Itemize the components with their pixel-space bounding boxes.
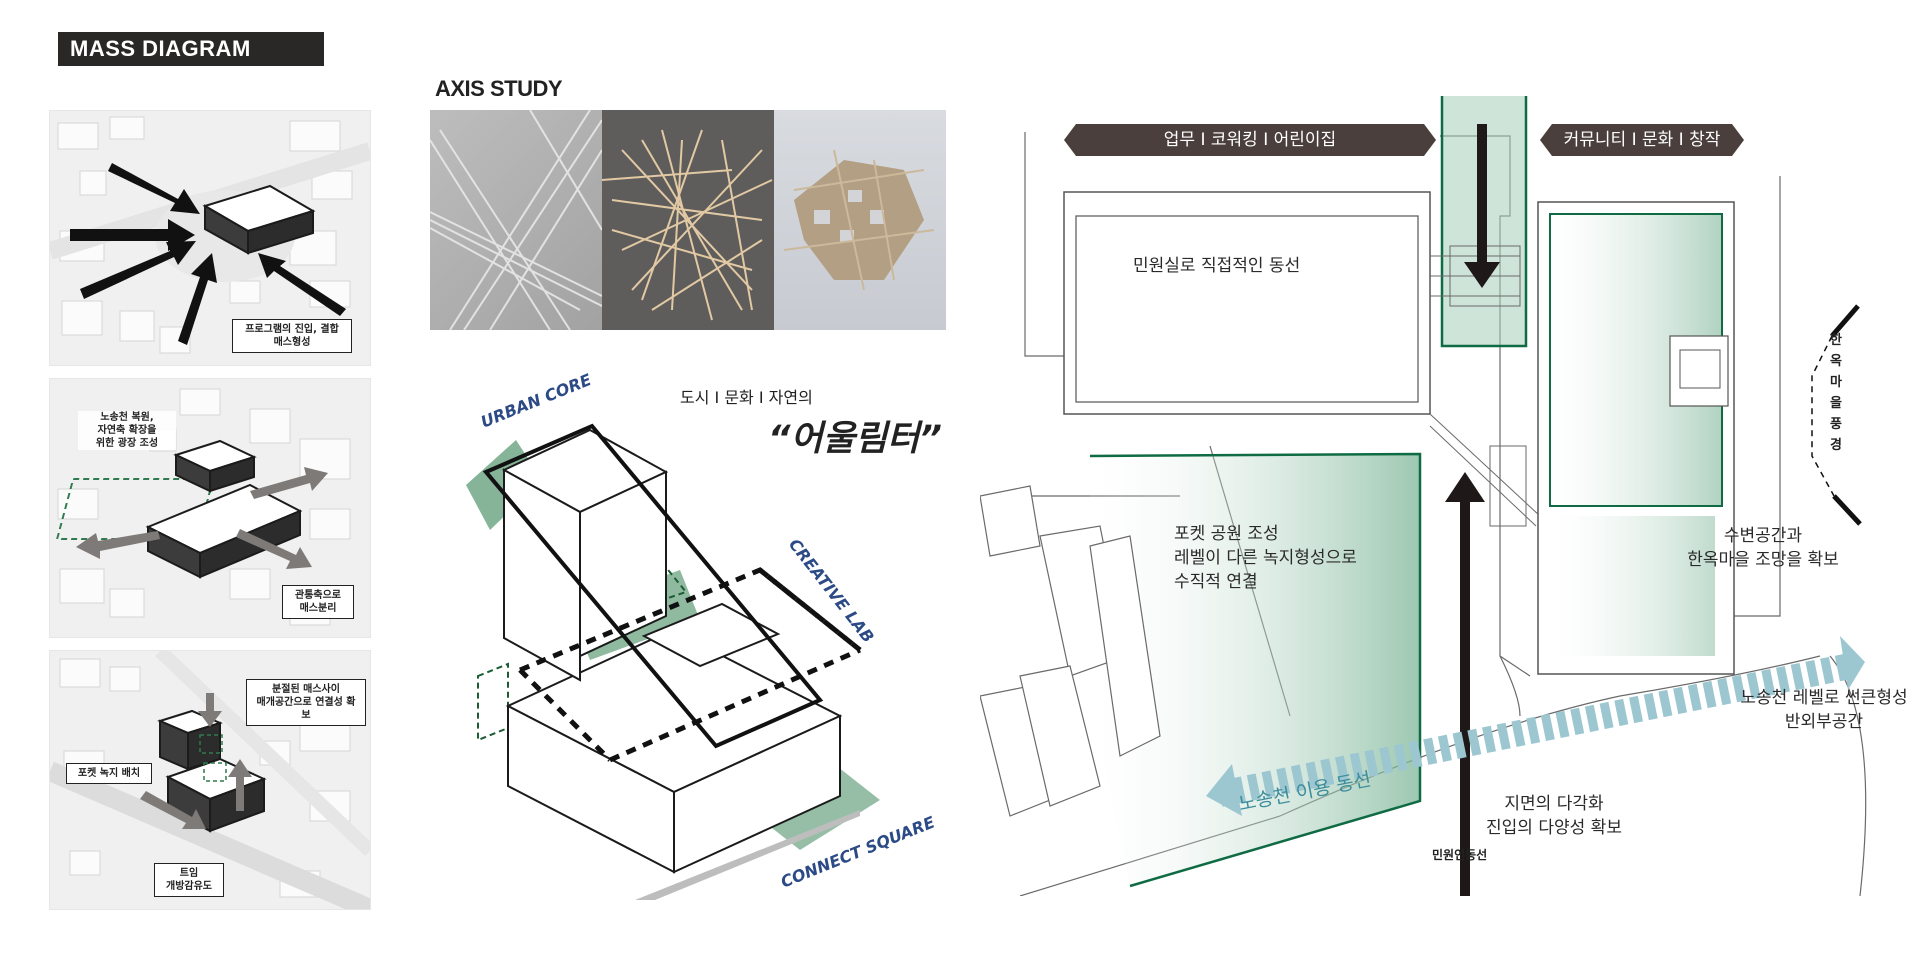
mass-label-program: 프로그램의 진입, 결합 매스형성 [232,319,352,353]
note-civil-path: 민원인동선 [1432,848,1488,862]
concept-diagram [466,423,880,900]
note-hanok-view: 한 옥 마 을 풍 경 [1830,333,1842,453]
mass-diagram-1: 프로그램의 진입, 결합 매스형성 [49,110,371,366]
axis-photo-2 [602,110,774,330]
note-waterfront: 수변공간과 한옥마을 조망을 확보 [1687,526,1839,570]
concept-subtitle: 도시 I 문화 I 자연의 [680,388,813,407]
mass-diagram-1-drawing [50,116,370,354]
mass-label-open: 트임 개방감유도 [154,863,224,897]
note-pocket-park: 포켓 공원 조성 레벨이 다른 녹지형성으로 수직적 연결 [1174,524,1357,592]
axis-study-title: AXIS STUDY [435,76,563,101]
axis-photo-1 [430,110,602,330]
mass-diagram-3-drawing [50,651,370,909]
note-ground-diversity: 지면의 다각화 진입의 다양성 확보 [1486,794,1622,838]
tag-community: 커뮤니티 I 문화 I 창작 [1540,124,1744,156]
mass-label-connect: 분절된 매스사이 매개공간으로 연결성 확보 [246,679,366,726]
mass-diagram-3: 분절된 매스사이 매개공간으로 연결성 확보 포켓 녹지 배치 트임 개방감유도 [49,650,371,910]
mass-label-axis: 관통축으로 매스분리 [282,585,354,619]
mass-diagram-2-drawing [55,388,351,626]
tag-office: 업무 I 코워킹 I 어린이집 [1064,124,1436,156]
concept-headline: “어울림터” [768,419,942,459]
mass-label-nosong: 노송천 복원, 자연축 확장을 위한 광장 조성 [78,411,176,450]
site-plan [980,96,1867,896]
note-nosong-sunken: 노송천 레벨로 썬큰형성 반외부공간 [1740,688,1908,732]
mass-label-pocket: 포켓 녹지 배치 [66,763,152,784]
note-civil-direct: 민원실로 직접적인 동선 [1133,256,1301,276]
mass-diagram-2: 노송천 복원, 자연축 확장을 위한 광장 조성 관통축으로 매스분리 [49,378,371,638]
axis-photo-3 [774,110,946,330]
page-title: MASS DIAGRAM [58,32,324,66]
